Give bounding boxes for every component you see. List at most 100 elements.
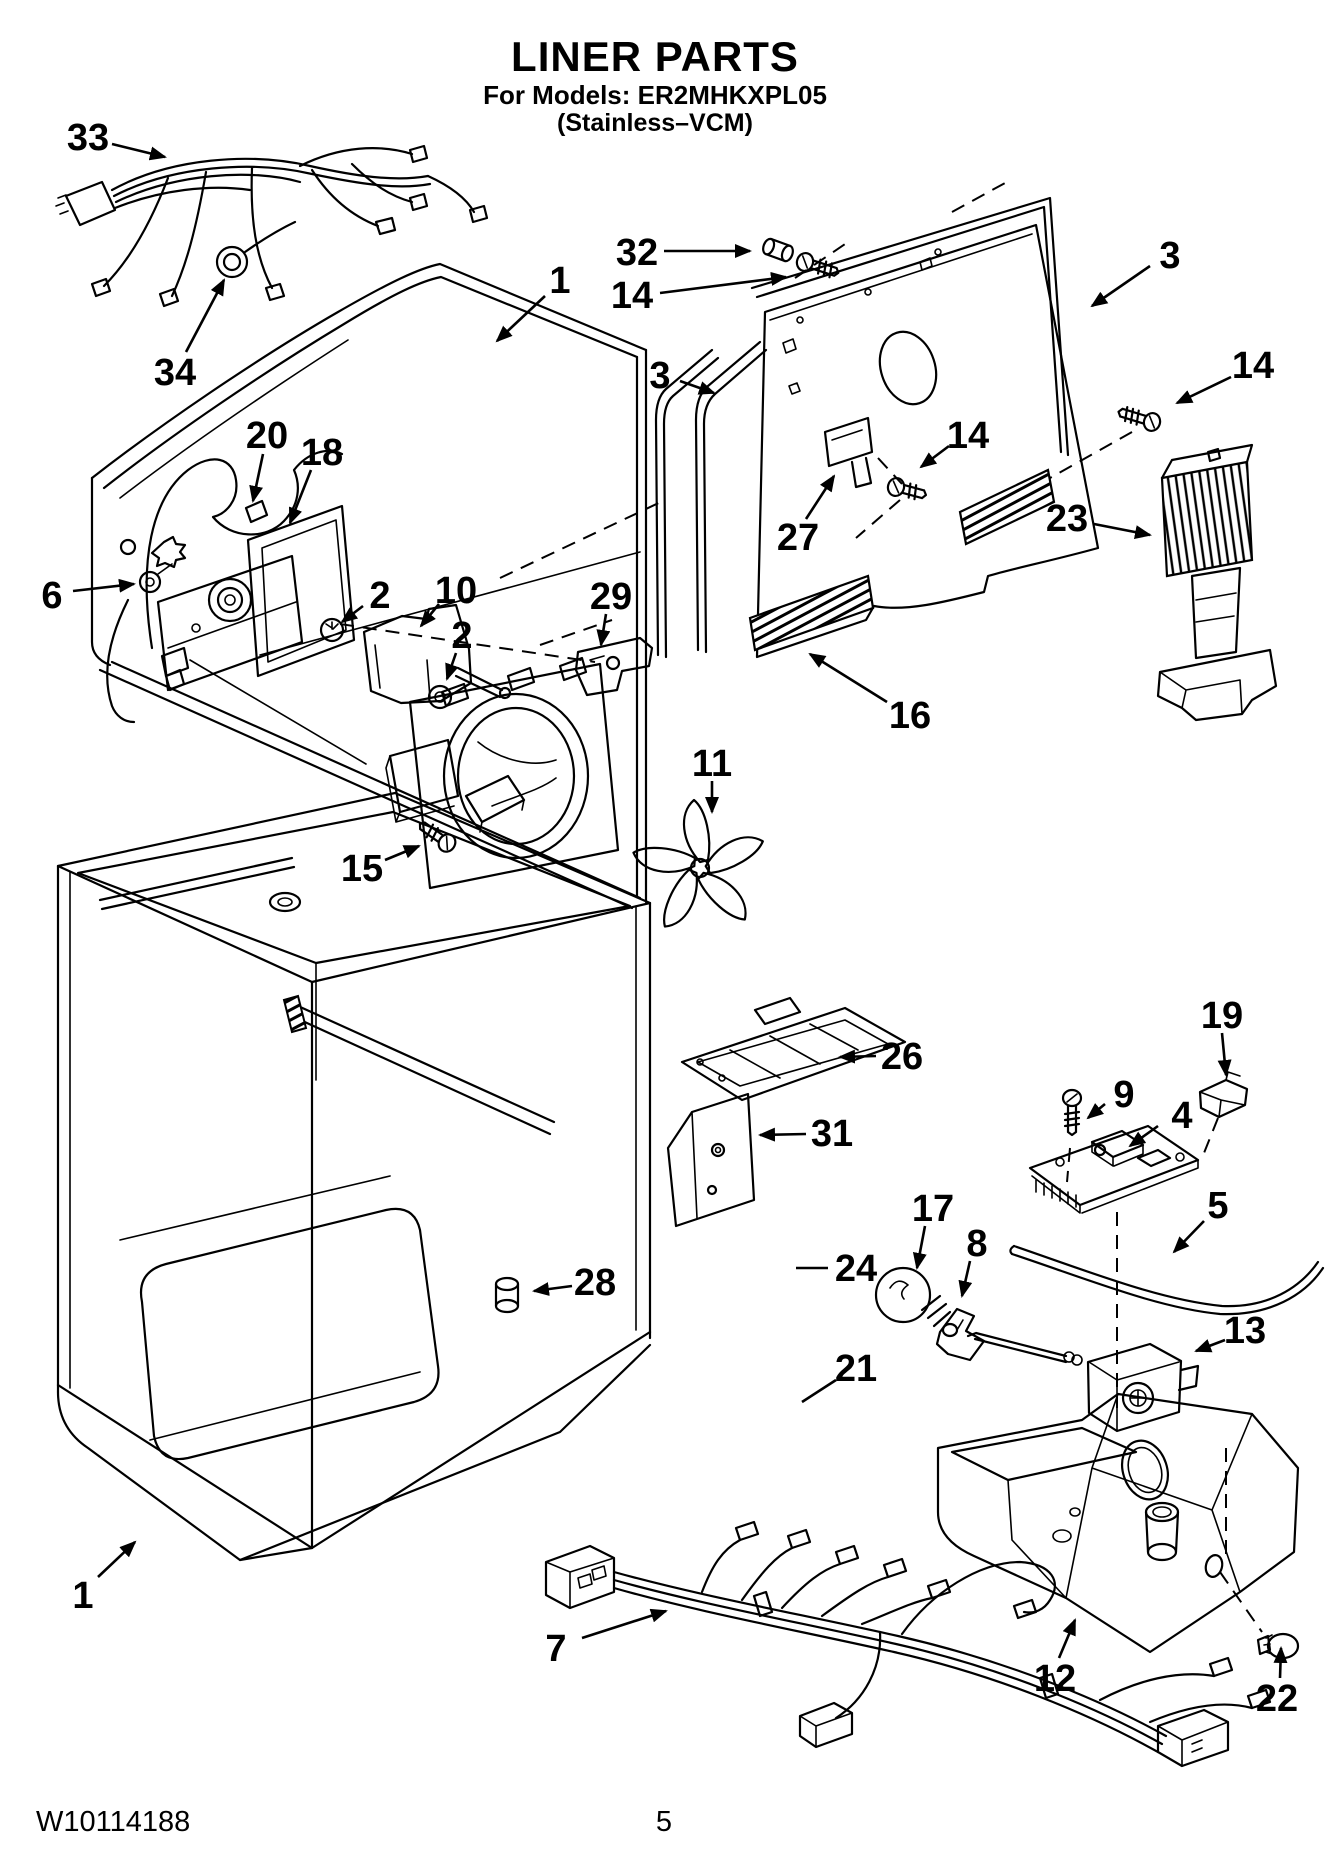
liner-cabinet-art	[56, 791, 652, 1562]
callout-label-c6: 6	[41, 575, 62, 617]
construction-dashed-lines	[339, 182, 1263, 1633]
callout-label-c3-left: 3	[649, 355, 670, 397]
callout-label-c17: 17	[912, 1188, 954, 1230]
callout-label-c16: 16	[889, 695, 931, 737]
screw-14-mid-art	[886, 476, 928, 501]
evaporator-panel-art	[654, 196, 1162, 659]
callout-arrow-c14-top	[659, 271, 788, 295]
callout-arrow-c22	[1273, 1646, 1288, 1679]
screw-14-top-art	[795, 251, 840, 279]
callout-label-c26: 26	[881, 1036, 923, 1078]
callout-arrow-c29	[596, 613, 611, 647]
callout-label-c31: 31	[811, 1113, 853, 1155]
air-damper-art	[1156, 443, 1278, 722]
callout-arrow-c14-mid	[919, 444, 950, 469]
callout-arrow-c3-left	[679, 379, 716, 395]
callout-label-c2-a: 2	[369, 575, 390, 617]
fan-blade-art	[632, 798, 764, 928]
callout-arrow-c17	[912, 1225, 927, 1270]
screw-9-art	[1061, 1088, 1083, 1137]
fan-assembly-art	[319, 603, 764, 928]
callout-arrow-c1-bottom	[97, 1540, 137, 1578]
spacer-32-art	[762, 237, 794, 263]
callout-label-c3-right: 3	[1159, 235, 1180, 277]
callout-arrow-c20	[249, 453, 265, 503]
plug-28-art	[494, 1276, 520, 1314]
callout-arrow-c28	[532, 1282, 573, 1296]
callout-label-c12: 12	[1034, 1658, 1076, 1700]
callout-label-c34: 34	[154, 352, 196, 394]
callout-arrow-c10	[419, 603, 441, 628]
callout-arrow-c19	[1217, 1032, 1232, 1077]
callout-label-c1-bottom: 1	[72, 1575, 93, 1617]
callout-arrow-c26	[838, 1049, 877, 1064]
callout-label-c29: 29	[590, 576, 632, 618]
page-number: 5	[655, 1806, 673, 1838]
callout-arrow-c18	[288, 469, 313, 525]
control-bracket-art	[106, 499, 367, 765]
title-block: LINER PARTS For Models: ER2MHKXPL05 (Sta…	[0, 34, 1310, 137]
finish-line: (Stainless–VCM)	[557, 109, 753, 137]
page-title: LINER PARTS	[511, 33, 799, 80]
thermostat-art	[966, 1331, 1200, 1433]
callout-label-c23: 23	[1046, 498, 1088, 540]
callout-arrow-c23	[1093, 522, 1152, 539]
screw-14-right-art	[1117, 406, 1162, 433]
callout-arrow-c16	[808, 652, 888, 704]
callout-label-c5: 5	[1207, 1185, 1228, 1227]
callout-arrow-c7	[581, 1608, 668, 1640]
models-line: For Models: ER2MHKXPL05	[483, 80, 827, 110]
callout-label-c15: 15	[341, 848, 383, 890]
callout-label-c2-b: 2	[451, 615, 472, 657]
callout-label-c22: 22	[1256, 1678, 1298, 1720]
callout-arrow-c1-top	[495, 295, 546, 343]
bracket-plate-art	[666, 1092, 756, 1228]
callout-label-c20: 20	[246, 415, 288, 457]
callout-arrow-c12	[1057, 1618, 1077, 1659]
callout-arrow-c8	[958, 1260, 973, 1298]
callout-arrow-c14-right	[1175, 375, 1232, 405]
knob-art	[1256, 1632, 1300, 1660]
callout-arrow-c9	[1086, 1102, 1106, 1120]
callout-arrow-c2-b	[445, 652, 459, 681]
control-board-art	[1028, 1071, 1249, 1214]
shelf-support-art	[680, 996, 907, 1102]
callout-label-c27: 27	[777, 517, 819, 559]
callout-label-c9: 9	[1113, 1074, 1134, 1116]
callout-label-c13: 13	[1224, 1310, 1266, 1352]
callout-label-c21: 21	[835, 1348, 877, 1390]
callout-label-c18: 18	[301, 432, 343, 474]
callout-arrow-c31	[758, 1127, 807, 1142]
console-art	[936, 1392, 1300, 1654]
callout-label-c32: 32	[616, 232, 658, 274]
callout-leaders	[72, 142, 1288, 1679]
callout-leader-c21	[801, 1378, 837, 1404]
callout-arrow-c5	[1172, 1220, 1205, 1254]
bottom-wire-harness-art	[544, 1520, 1272, 1768]
callout-arrow-c4	[1128, 1124, 1159, 1148]
callout-arrow-c27	[804, 474, 836, 520]
callout-label-c8: 8	[966, 1223, 987, 1265]
callout-label-c14-right: 14	[1232, 345, 1274, 387]
callout-arrow-c6	[72, 578, 136, 593]
callout-label-c33: 33	[67, 117, 109, 159]
top-wire-harness-art	[55, 144, 489, 308]
callout-label-c14-mid: 14	[947, 415, 989, 457]
callout-arrow-c33	[111, 142, 167, 161]
callout-label-c11: 11	[692, 743, 732, 785]
callout-arrow-c2-a	[340, 604, 364, 624]
callout-label-c28: 28	[574, 1262, 616, 1304]
callout-arrow-c34	[184, 278, 226, 353]
callout-label-c10: 10	[435, 570, 477, 612]
callout-arrow-c13	[1194, 1338, 1226, 1353]
callout-label-c14-top: 14	[611, 275, 653, 317]
callout-label-c24: 24	[835, 1248, 877, 1290]
callout-label-c4: 4	[1171, 1095, 1192, 1137]
callout-label-c1-top: 1	[549, 260, 570, 302]
document-number: W10114188	[36, 1806, 191, 1838]
callout-arrow-c15	[384, 844, 421, 862]
callout-labels: 33 34 1 32 14 3 3 14 14 23 27 16 20 18 6…	[41, 117, 1298, 1720]
callout-arrow-c3-right	[1090, 264, 1151, 308]
